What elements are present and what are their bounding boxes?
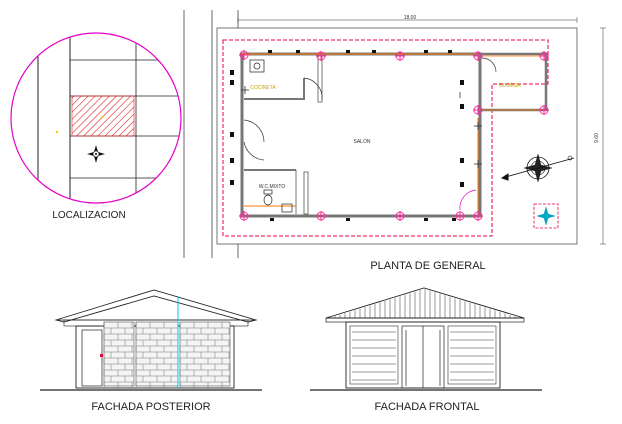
front-door <box>401 325 445 389</box>
project-lot-hatch <box>71 95 135 137</box>
lot-dot <box>100 115 104 119</box>
fachada-posterior-title: FACHADA POSTERIOR <box>91 401 210 413</box>
kitchen-sink-icon <box>249 59 265 73</box>
room-label-wc: W.C.MIXTO <box>259 184 286 190</box>
toilet-icon <box>263 194 273 206</box>
block-panels <box>103 321 231 387</box>
room-label-cocineta: COCINETA <box>250 85 276 91</box>
front-window-right <box>447 325 497 385</box>
floor-plan: 18.00 9.60 <box>183 10 606 258</box>
fachada-frontal-title: FACHADA FRONTAL <box>375 401 480 413</box>
localizacion-title: LOCALIZACION <box>52 210 125 221</box>
location-circle <box>10 32 182 204</box>
front-window-left <box>349 325 399 385</box>
dimension-right: 9.60 <box>594 27 606 245</box>
brick-coursing <box>103 322 230 388</box>
room-label-bodega: BODEGA <box>499 83 521 89</box>
location-north-arrow-icon <box>87 145 105 163</box>
building-walls <box>240 52 548 218</box>
front-elevation <box>310 287 542 391</box>
location-street-grid <box>37 33 180 203</box>
window-markers <box>230 50 464 221</box>
property-boundary <box>216 27 578 245</box>
svg-text:9.60: 9.60 <box>594 133 600 143</box>
location-dot <box>55 130 59 134</box>
rear-door <box>81 329 103 387</box>
lavatory-icon <box>281 203 293 213</box>
north-arrow-icon <box>500 153 575 183</box>
planta-title: PLANTA DE GENERAL <box>370 260 485 272</box>
structural-ticks <box>241 86 482 168</box>
dimension-top: 18.00 <box>237 15 578 23</box>
rear-roof <box>54 289 258 323</box>
fixtures <box>249 59 293 213</box>
window-louvers <box>352 331 494 381</box>
svg-text:18.00: 18.00 <box>404 15 417 21</box>
location-map <box>10 32 182 204</box>
construction-boundary <box>222 39 549 237</box>
location-key-marker <box>533 203 559 229</box>
door-swings <box>243 57 497 211</box>
rear-elevation <box>40 289 262 391</box>
column-markers <box>239 50 549 221</box>
roof-corrugation <box>329 289 521 318</box>
room-label-salon: SALON <box>354 139 371 145</box>
